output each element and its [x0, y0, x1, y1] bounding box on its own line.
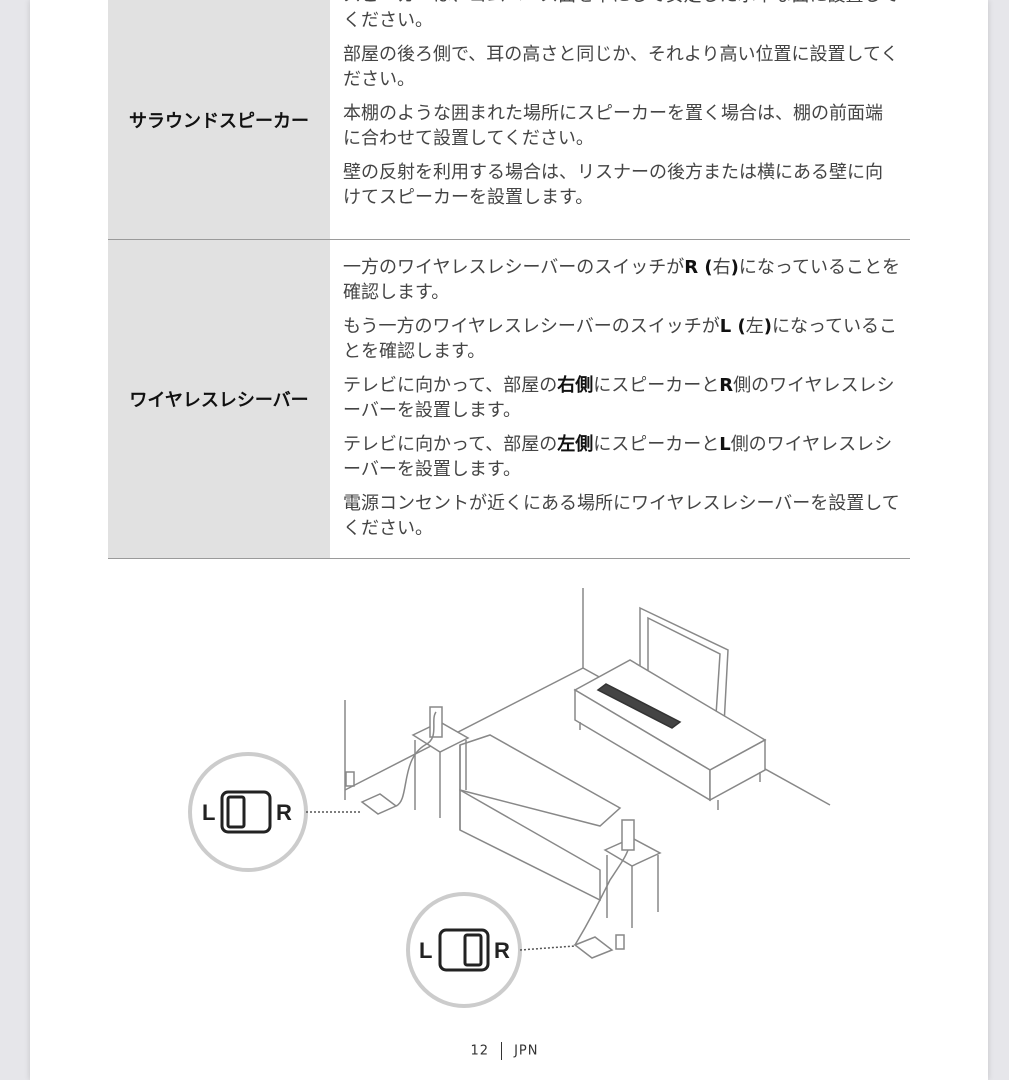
row-label: サラウンドスピーカー — [108, 0, 330, 240]
instruction-paragraph: 本棚のような囲まれた場所にスピーカーを置く場合は、棚の前面端に合わせて設置してく… — [343, 101, 900, 151]
language-code: JPN — [514, 1043, 539, 1059]
text-segment: テレビに向かって、部屋の — [343, 434, 558, 455]
table-row-wireless-receiver: ワイヤレスレシーバー 一方のワイヤレスレシーバーのスイッチがR (右)になってい… — [108, 240, 910, 558]
emphasis-text: 右側 — [557, 375, 594, 396]
footer-divider — [501, 1042, 503, 1060]
text-segment: 側のワイヤレスレシーバーを設置します。 — [343, 375, 895, 421]
text-segment: 左 — [745, 316, 764, 337]
switch-left-label-l: L — [202, 800, 215, 825]
row-content: スピーカーは、ゴムベース面を下にして安定した水平な面に設置してください。部屋の後… — [330, 0, 910, 240]
text-segment: になっていることを確認します。 — [343, 257, 900, 303]
text-segment: 電源コンセントが近くにある場所にワイヤレスレシーバーを設置してください。 — [343, 493, 900, 539]
switch-left-label-r: R — [276, 800, 292, 825]
emphasis-text: ) — [763, 316, 772, 337]
row-divider — [108, 239, 910, 240]
instruction-paragraph: 部屋の後ろ側で、耳の高さと同じか、それより高い位置に設置してください。 — [343, 42, 900, 92]
table-bottom-rule — [108, 558, 910, 559]
text-segment: 部屋の後ろ側で、耳の高さと同じか、それより高い位置に設置してください。 — [343, 44, 899, 90]
instruction-paragraph: もう一方のワイヤレスレシーバーのスイッチがL (左)になっていることを確認します… — [343, 314, 900, 364]
instruction-paragraph: テレビに向かって、部屋の右側にスピーカーとR側のワイヤレスレシーバーを設置します… — [343, 373, 900, 423]
emphasis-text: R — [719, 375, 734, 396]
text-segment: テレビに向かって、部屋の — [343, 375, 558, 396]
emphasis-text: ) — [730, 257, 739, 278]
row-content: 一方のワイヤレスレシーバーのスイッチがR (右)になっていることを確認します。も… — [330, 240, 910, 558]
emphasis-text: L ( — [719, 316, 746, 337]
instruction-paragraph: スピーカーは、ゴムベース面を下にして安定した水平な面に設置してください。 — [343, 0, 900, 33]
page-footer: 12 JPN — [0, 1042, 1009, 1060]
emphasis-text: L — [719, 434, 731, 455]
soundbar-icon — [596, 683, 682, 729]
text-segment: 一方のワイヤレスレシーバーのスイッチが — [343, 257, 685, 278]
text-segment: にスピーカーと — [593, 434, 720, 455]
page-number: 12 — [470, 1043, 490, 1059]
switch-right-label-r: R — [494, 938, 510, 963]
switch-callout-right — [406, 892, 576, 1008]
emphasis-text: 左側 — [557, 434, 594, 455]
row-label: ワイヤレスレシーバー — [108, 240, 330, 558]
text-segment: になっていることを確認します。 — [343, 316, 898, 362]
text-segment: 右 — [712, 257, 731, 278]
switch-callout-left — [188, 752, 362, 872]
text-segment: にスピーカーと — [593, 375, 720, 396]
sofa-icon — [459, 734, 622, 902]
emphasis-text: R ( — [684, 257, 713, 278]
side-table-left-icon — [411, 706, 470, 818]
wireless-receiver-right-icon — [573, 849, 629, 959]
instruction-paragraph: テレビに向かって、部屋の左側にスピーカーとL側のワイヤレスレシーバーを設置します… — [343, 432, 900, 482]
instruction-paragraph: 壁の反射を利用する場合は、リスナーの後方または横にある壁に向けてスピーカーを設置… — [343, 160, 900, 210]
text-segment: 本棚のような囲まれた場所にスピーカーを置く場合は、棚の前面端に合わせて設置してく… — [343, 103, 883, 149]
table-row-surround-speaker: サラウンドスピーカー スピーカーは、ゴムベース面を下にして安定した水平な面に設置… — [108, 0, 910, 240]
text-segment: 側のワイヤレスレシーバーを設置します。 — [343, 434, 893, 480]
instruction-paragraph: 一方のワイヤレスレシーバーのスイッチがR (右)になっていることを確認します。 — [343, 255, 900, 305]
text-segment: 壁の反射を利用する場合は、リスナーの後方または横にある壁に向けてスピーカーを設置… — [343, 162, 883, 208]
instruction-paragraph: 電源コンセントが近くにある場所にワイヤレスレシーバーを設置してください。 — [343, 491, 900, 541]
text-segment: もう一方のワイヤレスレシーバーのスイッチが — [343, 316, 720, 337]
wireless-receiver-left-icon — [345, 711, 437, 815]
switch-right-label-l: L — [419, 938, 432, 963]
text-segment: スピーカーは、ゴムベース面を下にして安定した水平な面に設置してください。 — [343, 0, 899, 31]
tv-stand-icon — [573, 659, 767, 810]
